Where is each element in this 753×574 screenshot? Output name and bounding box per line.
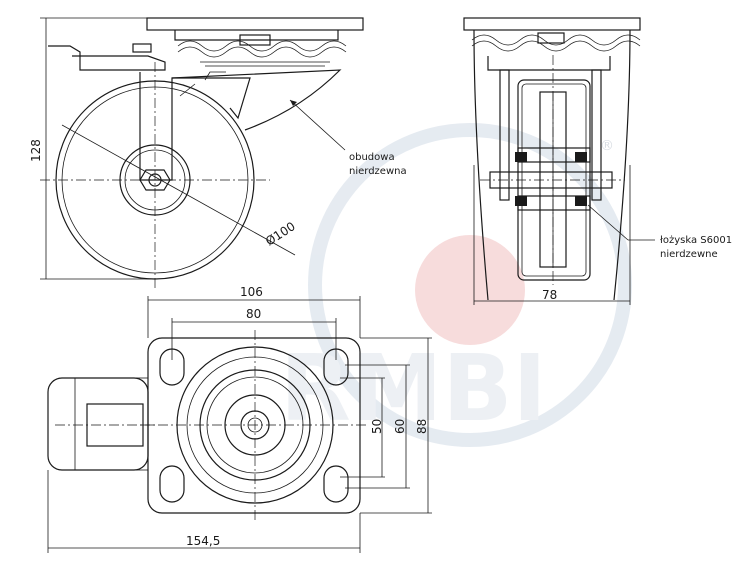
hole-spacing-y-label: 50 <box>370 419 384 434</box>
inner-y-label: 60 <box>393 419 407 434</box>
bearings-callout-line2: nierdzewne <box>660 249 718 260</box>
width-side-label: 78 <box>542 288 557 302</box>
front-view: 78 łożyska S6001 nierdzewne <box>463 17 732 305</box>
housing-callout-line2: nierdzewna <box>349 166 407 177</box>
plate-width-label: 106 <box>240 285 263 299</box>
svg-text:RMBI: RMBI <box>280 335 547 442</box>
plate-height-label: 88 <box>415 419 429 434</box>
registered-mark: ® <box>600 138 614 154</box>
side-view: Ø100 128 obudowa nierdzewna <box>29 17 407 290</box>
bearings-callout-line1: łożyska S6001 <box>660 235 732 246</box>
watermark-logo: RMBI <box>280 123 632 447</box>
housing-callout-line1: obudowa <box>349 152 395 163</box>
wheel-diameter-label: Ø100 <box>263 219 298 248</box>
hole-spacing-x-label: 80 <box>246 307 261 321</box>
top-view: 106 80 50 60 88 154,5 <box>47 285 432 553</box>
height-label: 128 <box>29 139 43 162</box>
total-length-label: 154,5 <box>186 534 220 548</box>
